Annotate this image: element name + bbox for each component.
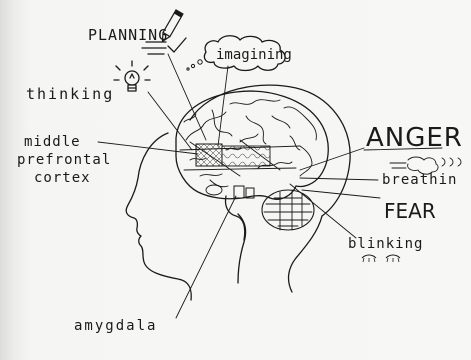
amygdala-leader (176, 196, 236, 318)
prefrontal-label: prefrontal (17, 152, 111, 168)
breathing-label: breathin (382, 172, 457, 188)
lightbulb-icon (114, 61, 150, 91)
inner-region-box (222, 146, 270, 166)
amygdala-structure (206, 180, 254, 198)
imagining-leader (218, 66, 228, 146)
thought-dot-medium (191, 64, 194, 67)
thinking-label: thinking (26, 85, 114, 103)
planning-label: PLANNING (88, 26, 168, 44)
blinking-label: blinking (348, 236, 423, 252)
fear-leader (302, 190, 380, 198)
thought-dot-small (187, 68, 189, 70)
fear-label: FEAR (384, 199, 436, 223)
breathing-leader (300, 178, 378, 180)
middle-prefrontal-leader (98, 142, 198, 154)
middle-label: middle (24, 134, 81, 150)
cortex-label: cortex (34, 170, 91, 186)
neck-back-outline (289, 216, 322, 292)
anger-leader (300, 148, 364, 170)
eye-icon (362, 255, 400, 262)
thought-dot-large (198, 60, 202, 64)
amygdala-label: amygdala (74, 318, 157, 334)
planning-leader (168, 54, 206, 140)
